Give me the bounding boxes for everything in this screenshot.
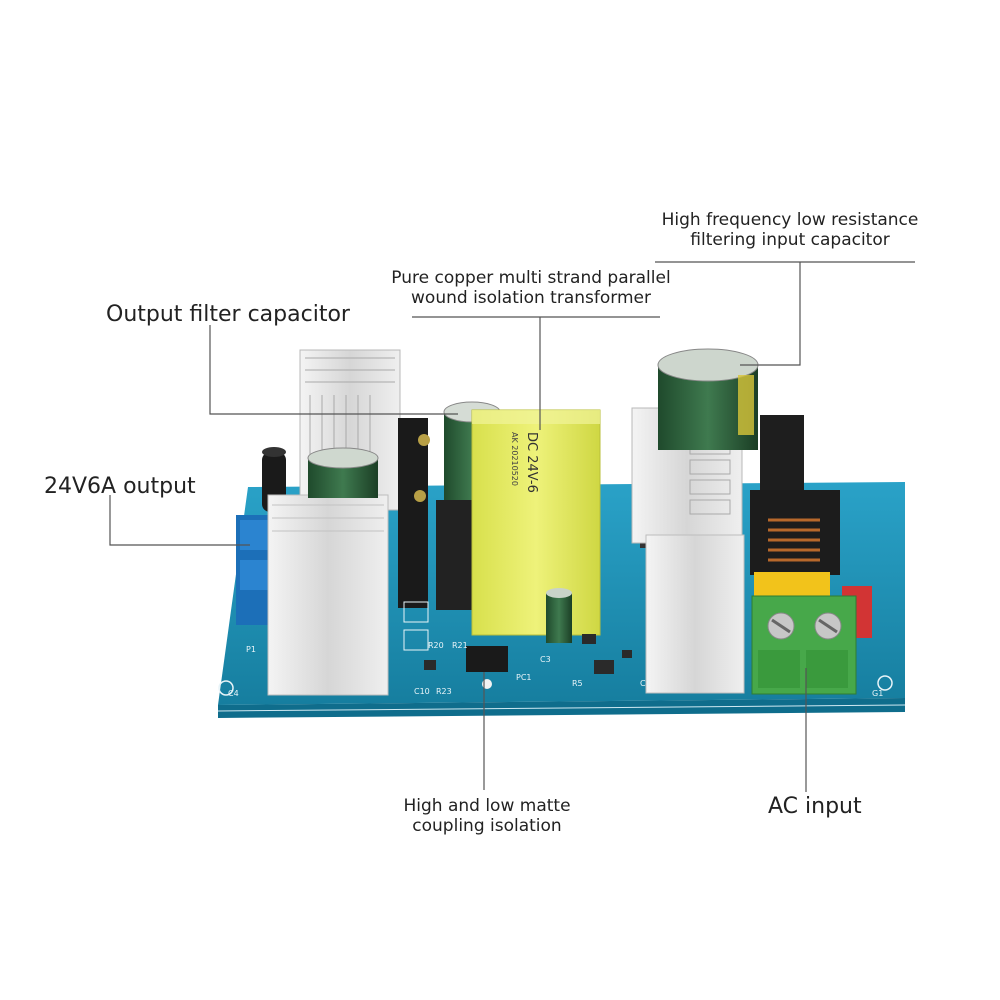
optocoupler (466, 646, 508, 689)
silk-text: PC1 (516, 673, 532, 682)
label-transformer: Pure copper multi strand parallel wound … (383, 268, 679, 309)
small-capacitor (546, 588, 572, 643)
silkscreen: C4 P1 R20 R21 C10 R23 PC1 C3 R5 G1 C1 (228, 641, 883, 698)
x-capacitor (760, 415, 804, 495)
silk-text: R21 (452, 641, 468, 650)
label-output: 24V6A output (44, 474, 196, 499)
transformer-code-text: AK 20210520 (510, 432, 519, 486)
label-transformer-line1: Pure copper multi strand parallel (391, 268, 671, 288)
label-coupling: High and low matte coupling isolation (380, 796, 594, 837)
silk-text: R23 (436, 687, 452, 696)
output-capacitor-small (307, 447, 379, 498)
rectifier-components (398, 418, 472, 610)
label-output-filter-capacitor: Output filter capacitor (106, 302, 350, 327)
left-heatsink (267, 349, 401, 696)
input-capacitor (657, 348, 759, 450)
silk-text: G1 (872, 689, 883, 698)
output-terminal (236, 515, 272, 625)
ac-input-terminal (751, 595, 857, 695)
label-input-capacitor-line2: filtering input capacitor (690, 230, 890, 251)
silk-text: P1 (246, 645, 256, 654)
label-transformer-line2: wound isolation transformer (411, 288, 651, 309)
common-mode-choke (750, 490, 840, 575)
label-coupling-line1: High and low matte (403, 796, 571, 816)
smd-components (403, 601, 632, 674)
label-ac-input: AC input (768, 794, 862, 819)
right-heatsink (631, 407, 745, 694)
silk-text: C1 (640, 679, 651, 688)
silk-text: R5 (572, 679, 583, 688)
silk-text: C10 (414, 687, 430, 696)
silk-text: C4 (228, 689, 239, 698)
isolation-transformer: DC 24V-6 AK 20210520 (471, 409, 601, 636)
silk-text: C3 (540, 655, 551, 664)
label-input-capacitor: High frequency low resistance filtering … (652, 210, 928, 251)
label-coupling-line2: coupling isolation (412, 816, 562, 837)
transformer-model-text: DC 24V-6 (524, 432, 539, 493)
label-input-capacitor-line1: High frequency low resistance (661, 210, 919, 230)
silk-text: R20 (428, 641, 444, 650)
